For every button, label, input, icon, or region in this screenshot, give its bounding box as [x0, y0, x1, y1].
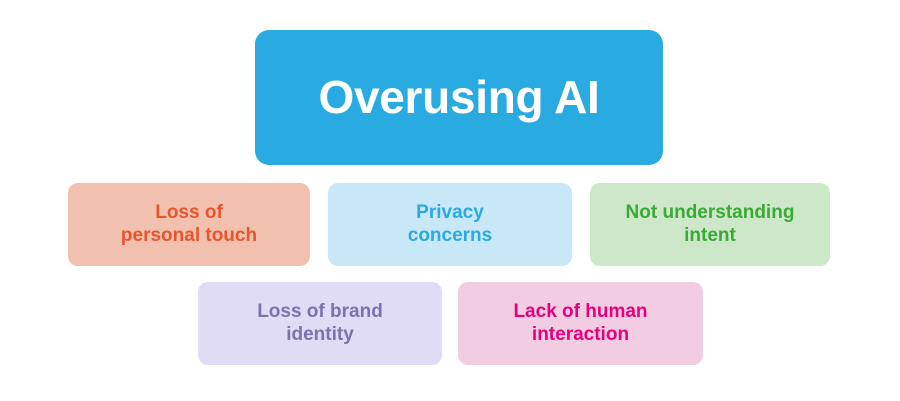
- node-label-not-understanding-intent: Not understanding intent: [625, 202, 795, 246]
- node-label-overusing-ai: Overusing AI: [318, 71, 600, 124]
- node-label-privacy-concerns: Privacy concerns: [407, 202, 493, 246]
- node-loss-of-brand-identity[interactable]: Loss of brand identity: [198, 282, 442, 365]
- node-not-understanding-intent[interactable]: Not understanding intent: [590, 183, 830, 266]
- node-label-loss-of-personal-touch: Loss of personal touch: [120, 202, 258, 246]
- node-label-loss-of-brand-identity: Loss of brand identity: [257, 301, 383, 345]
- node-overusing-ai[interactable]: Overusing AI: [255, 30, 663, 165]
- node-label-lack-of-human-interaction: Lack of human interaction: [513, 301, 648, 345]
- node-lack-of-human-interaction[interactable]: Lack of human interaction: [458, 282, 703, 365]
- node-privacy-concerns[interactable]: Privacy concerns: [328, 183, 572, 266]
- node-loss-of-personal-touch[interactable]: Loss of personal touch: [68, 183, 310, 266]
